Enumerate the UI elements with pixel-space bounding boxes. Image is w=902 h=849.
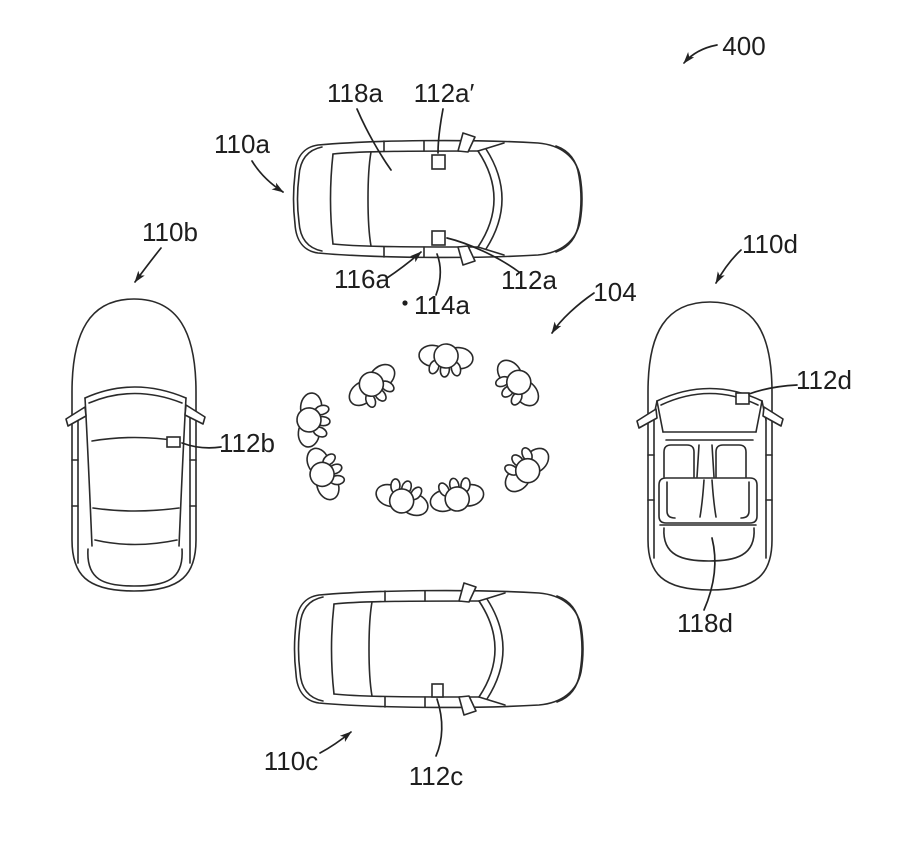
label-118d: 118d — [677, 608, 733, 638]
left-mirror — [636, 408, 658, 429]
leader-110b — [134, 247, 162, 283]
label-112d: 112d — [796, 365, 852, 395]
point-marker-114a — [402, 300, 408, 306]
person-icon — [300, 440, 353, 505]
label-112a: 112a — [501, 265, 557, 295]
leader-110d — [715, 249, 742, 284]
leader-116a — [386, 251, 422, 279]
person-icon — [416, 340, 475, 381]
front-seat-right — [715, 444, 747, 478]
leader-112a-prime — [437, 108, 444, 154]
leader-112a — [446, 237, 520, 273]
person-icon — [492, 435, 557, 500]
sensor-rect-112b — [166, 436, 181, 448]
label-118a: 118a — [327, 78, 383, 108]
label-110a: 110a — [214, 129, 270, 159]
person-icon — [342, 356, 407, 419]
person-icon — [293, 391, 334, 450]
leader-118a — [356, 108, 392, 171]
label-110d: 110d — [742, 229, 798, 259]
leader-118d — [703, 537, 716, 611]
sensor-rect-112a — [431, 230, 446, 246]
person-icon — [371, 471, 436, 523]
label-110b: 110b — [142, 217, 198, 247]
label-104: 104 — [593, 277, 636, 307]
right-mirror — [762, 406, 784, 427]
leader-112c — [435, 698, 443, 757]
label-114a: 114a — [414, 290, 470, 320]
front-seat-left — [663, 444, 695, 478]
leader-400 — [683, 44, 718, 64]
label-116a: 116a — [334, 264, 390, 294]
crowd-104 — [293, 340, 557, 523]
sensor-rect-112a-prime — [431, 154, 446, 170]
leader-112b — [181, 442, 222, 449]
car-110b — [65, 298, 206, 592]
rear-bench — [658, 477, 758, 524]
leader-114a — [435, 253, 442, 296]
leader-110a — [251, 160, 284, 193]
sensor-rect-112c — [431, 683, 444, 698]
label-112c: 112c — [409, 761, 463, 791]
leader-110c — [319, 731, 352, 754]
label-112b: 112b — [219, 428, 275, 458]
leader-112d — [748, 384, 798, 395]
label-112a-prime: 112a′ — [414, 78, 475, 108]
trunk-lid — [663, 527, 755, 562]
right-mirror — [184, 404, 206, 425]
person-icon — [484, 353, 547, 418]
sensor-rect-112d — [735, 392, 750, 405]
left-mirror — [65, 406, 87, 427]
label-110c: 110c — [264, 746, 318, 776]
label-400: 400 — [722, 31, 765, 61]
person-icon — [425, 472, 487, 518]
leader-104 — [551, 292, 595, 334]
car-110d — [636, 301, 784, 591]
